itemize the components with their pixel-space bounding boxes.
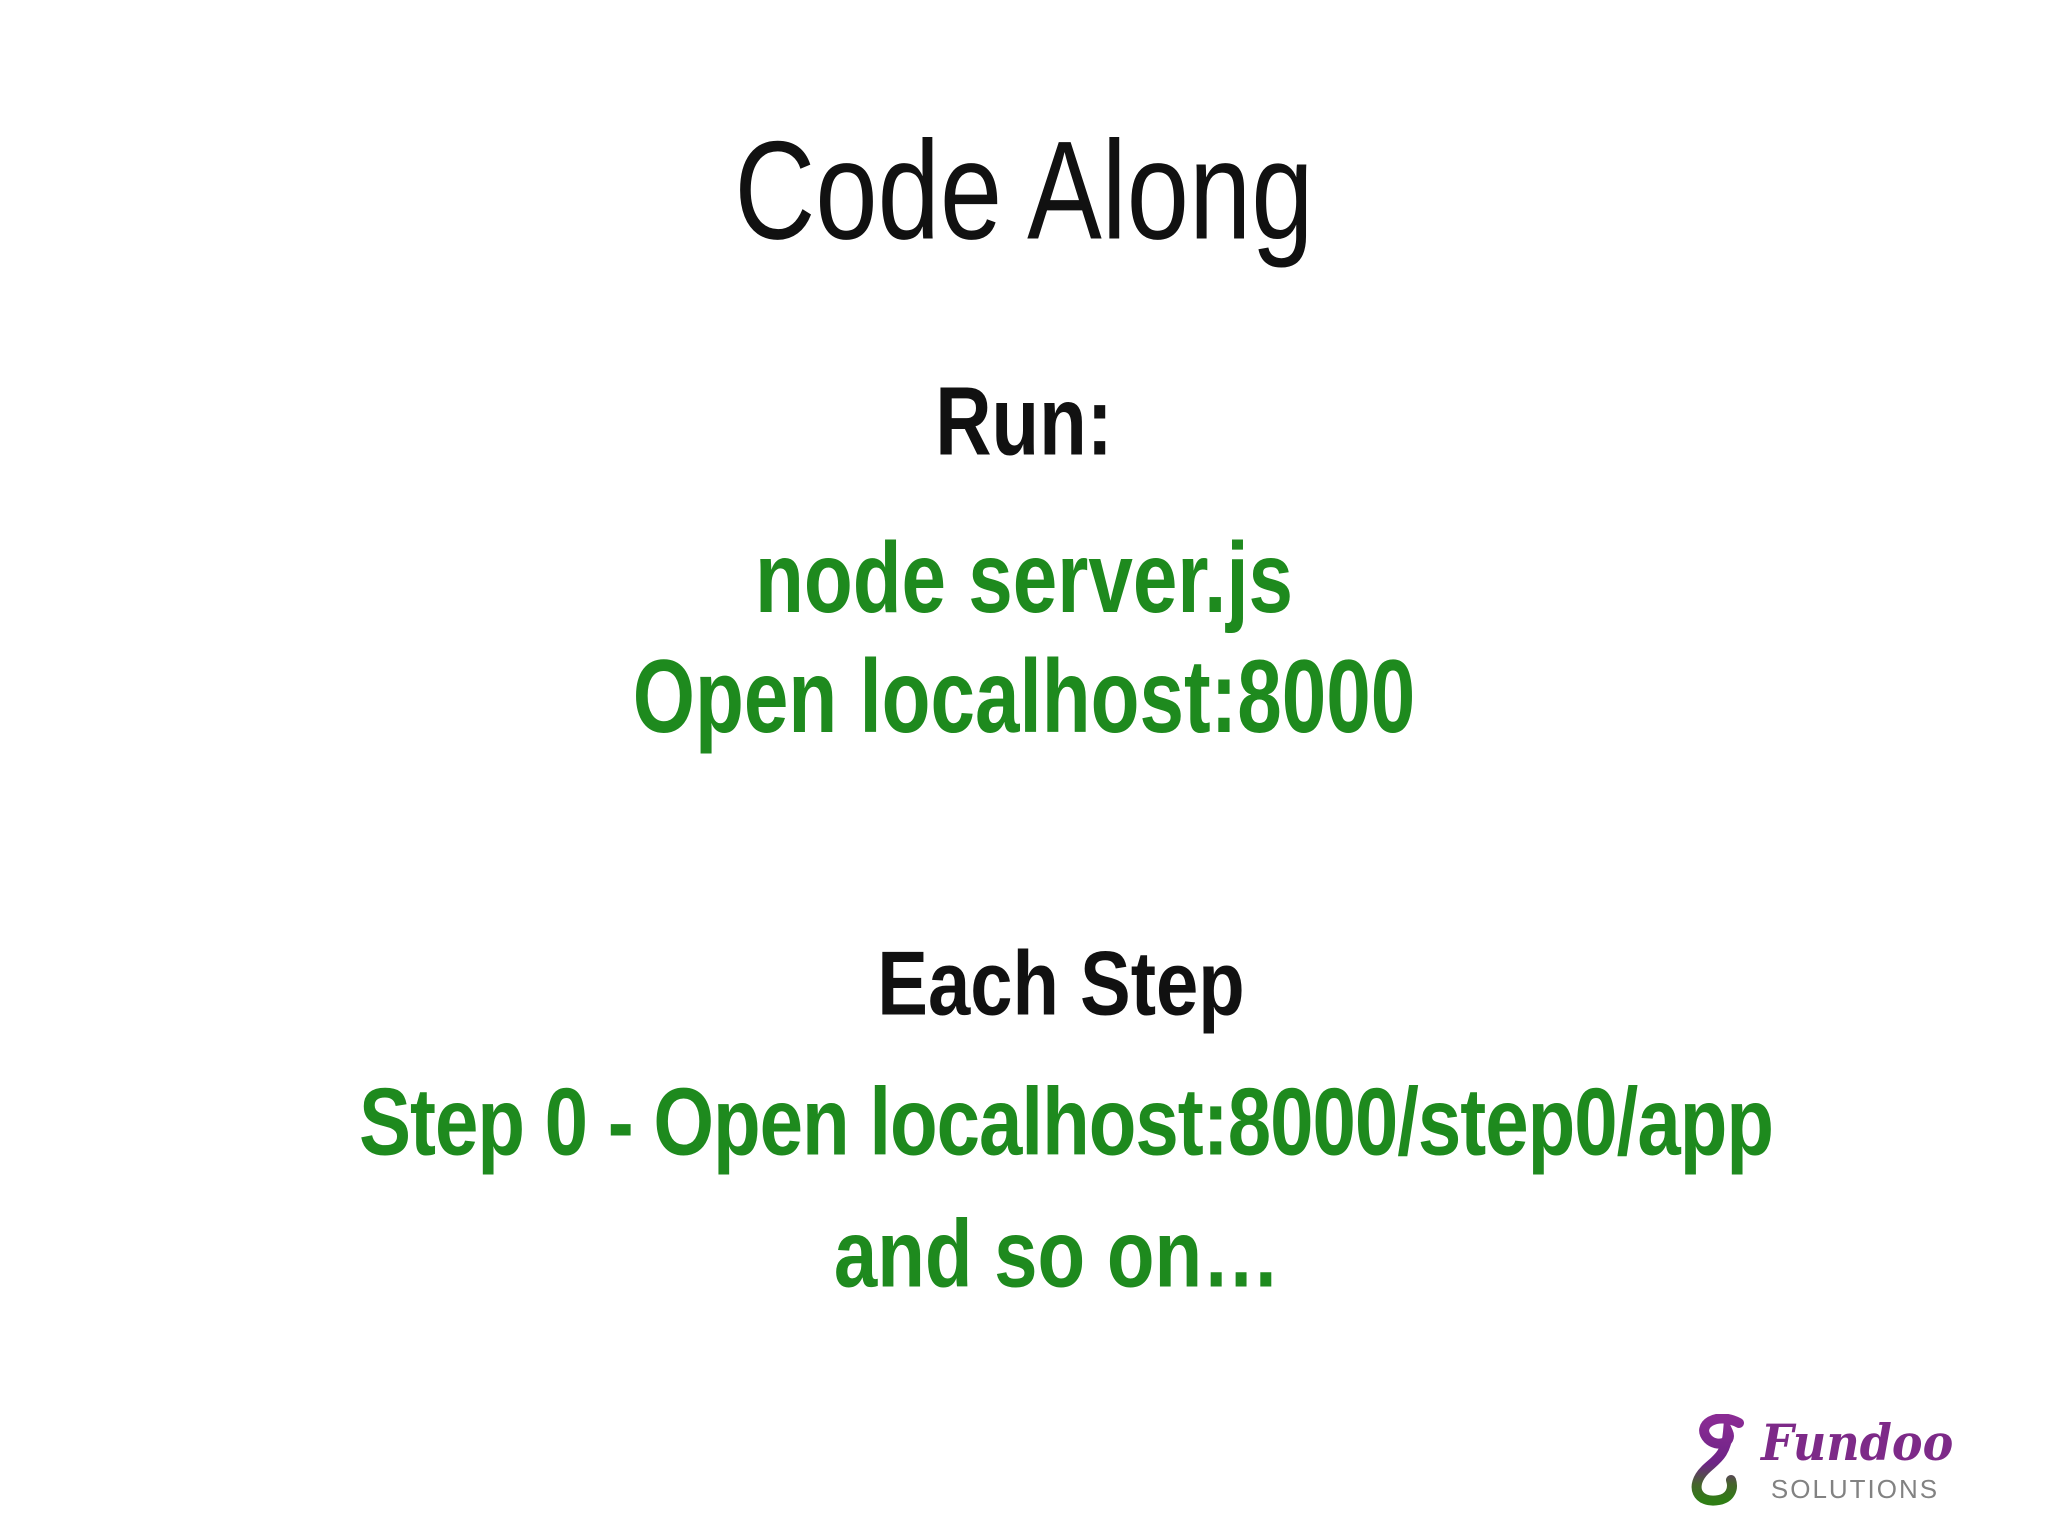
fundoo-swirl-icon xyxy=(1691,1414,1744,1506)
command-open-localhost: Open localhost:8000 xyxy=(632,638,1416,755)
slide-title: Code Along xyxy=(734,112,1314,269)
run-heading: Run: xyxy=(935,365,1113,476)
step0-instruction: Step 0 - Open localhost:8000/step0/app xyxy=(358,1067,1774,1176)
fundoo-solutions-logo: Fundoo SOLUTIONS xyxy=(1681,1410,1953,1514)
each-step-heading: Each Step xyxy=(877,933,1245,1035)
and-so-on-text: and so on… xyxy=(833,1199,1281,1308)
logo-subtitle-text: SOLUTIONS xyxy=(1770,1474,1940,1504)
command-node-server: node server.js xyxy=(754,521,1294,633)
logo-brand-text: Fundoo xyxy=(1761,1413,1954,1472)
